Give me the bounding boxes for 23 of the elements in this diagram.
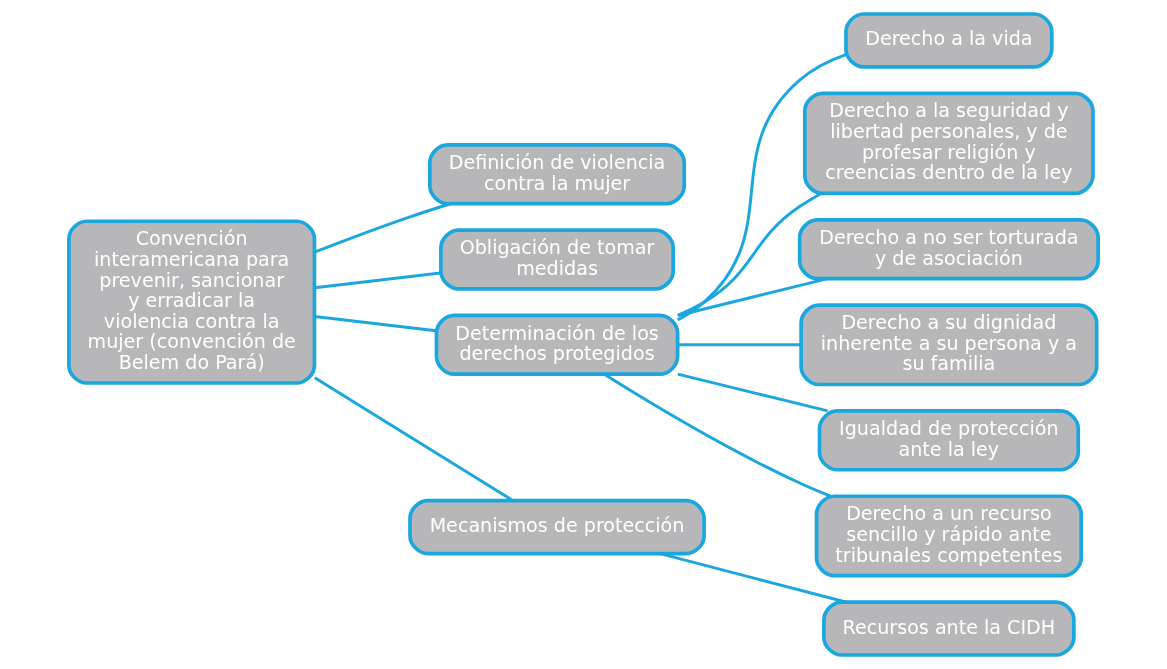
node-box: Derecho a la seguridad y libertad personales, y de profesar religión y creencias dentro de la ley bbox=[802, 91, 1095, 196]
node-box: Derecho a la vida bbox=[844, 12, 1054, 69]
node-box: Igualdad de protección ante la ley bbox=[817, 409, 1081, 472]
node-box: Mecanismos de protección bbox=[408, 498, 706, 556]
node-box: Definición de violencia contra la mujer bbox=[428, 143, 687, 206]
node-box: Determinación de los derechos protegidos bbox=[434, 313, 680, 377]
node-box: Derecho a su dignidad inherente a su persona y a su familia bbox=[799, 303, 1099, 387]
node-box: Convención interamericana para prevenir, sancionar y erradicar la violencia contra la mujer (convención de Belem do Pará) bbox=[67, 219, 317, 385]
connector bbox=[314, 376, 514, 502]
connector bbox=[677, 192, 822, 317]
connector bbox=[677, 277, 828, 317]
node-box: Derecho a un recurso sencillo y rápido ante tribunales competentes bbox=[814, 494, 1084, 578]
connector bbox=[314, 315, 437, 333]
connector bbox=[677, 343, 801, 347]
connector bbox=[677, 53, 847, 322]
node-box: Derecho a no ser torturada y de asociación bbox=[797, 217, 1100, 281]
connector bbox=[677, 372, 828, 413]
connector bbox=[314, 271, 441, 290]
node-box: Obligación de tomar medidas bbox=[439, 228, 676, 291]
connector bbox=[314, 202, 452, 254]
connector bbox=[603, 373, 832, 498]
connector bbox=[659, 552, 847, 604]
node-box: Recursos ante la CIDH bbox=[822, 600, 1076, 657]
